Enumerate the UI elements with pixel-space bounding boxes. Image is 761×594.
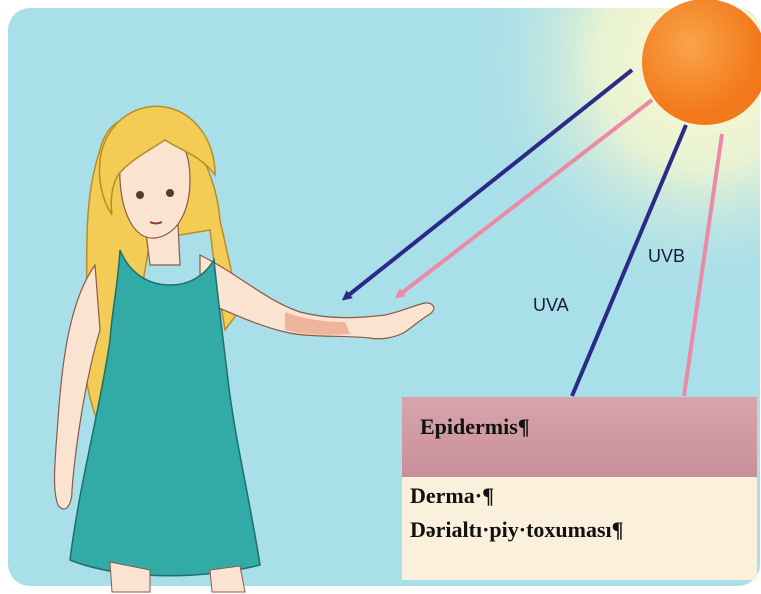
dermis-label: Derma·¶ [410,483,494,509]
eye-right [166,189,174,197]
subcutaneous-label: Dərialtı·piy·toxuması¶ [410,517,624,543]
eye-left [136,191,144,199]
dermis-layer: Derma·¶ Dərialtı·piy·toxuması¶ [402,477,757,580]
uvb-label: UVB [648,246,685,267]
epidermis-label: Epidermis¶ [420,414,530,440]
uva-label: UVA [533,295,569,316]
epidermis-layer: Epidermis¶ [402,397,757,477]
